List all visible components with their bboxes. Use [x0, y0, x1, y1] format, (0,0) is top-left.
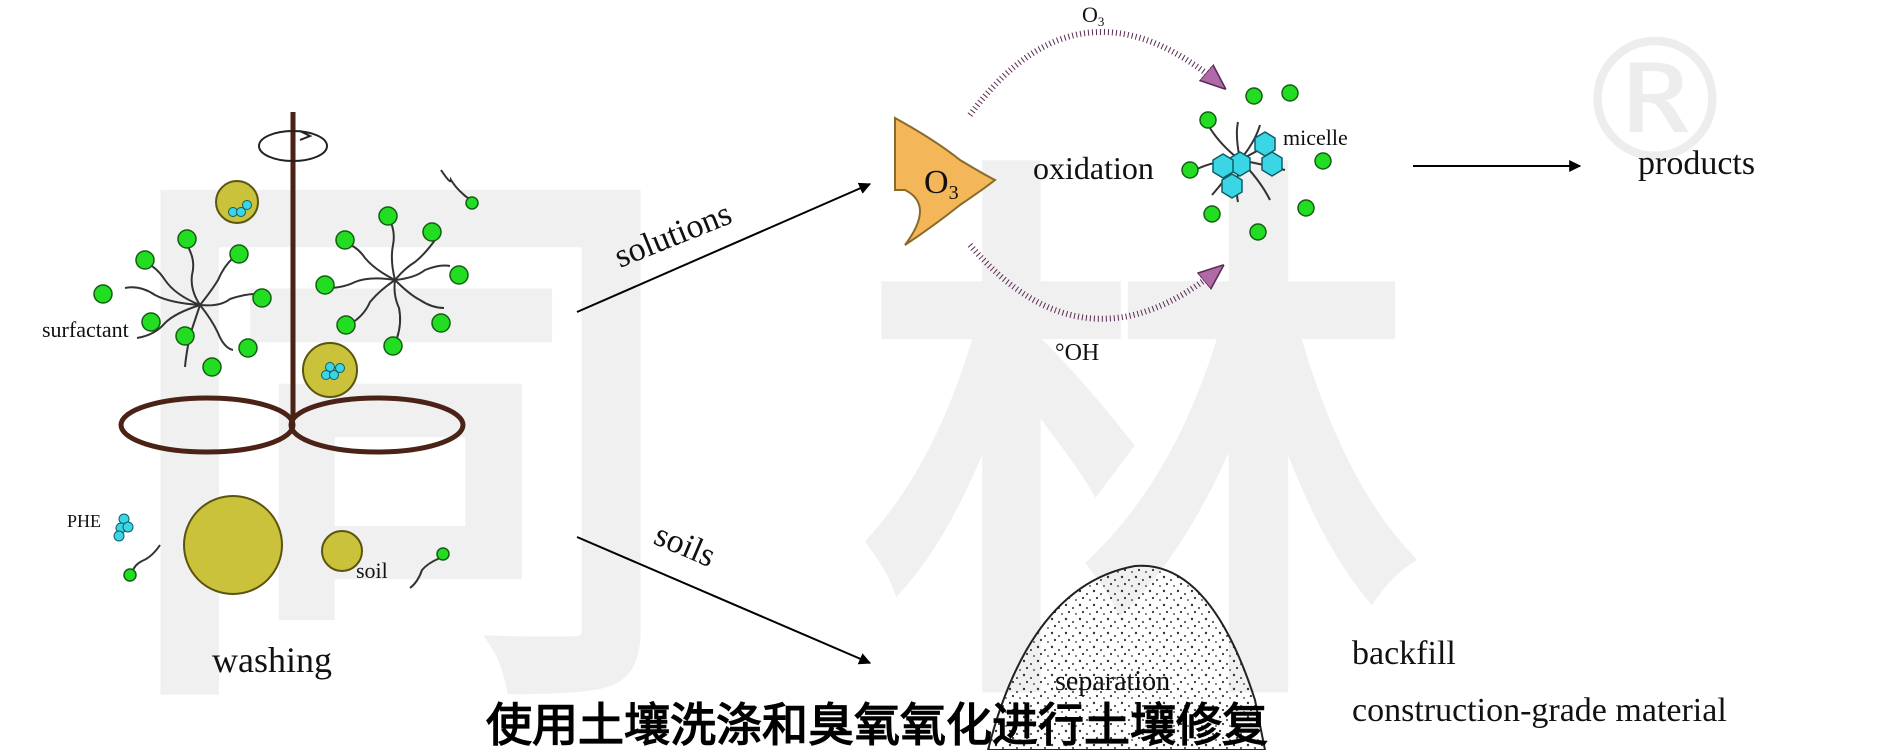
watermark: 同 林 ®	[120, 3, 1740, 750]
soil-panel: separation backfill construction-grade m…	[986, 564, 1727, 750]
separation-mound	[986, 564, 1267, 750]
ozone-label: O3	[924, 164, 959, 204]
surfactant-micelle-right	[326, 216, 451, 339]
construction-label: construction-grade material	[1352, 692, 1727, 729]
registered-mark: ®	[1570, 3, 1740, 201]
free-surfactant-lower-left	[123, 544, 161, 582]
o3-arc-arrow	[967, 29, 1222, 117]
oxidation-panel: O3 O3 °OH oxidation	[894, 2, 1755, 366]
products-label: products	[1638, 145, 1755, 182]
soil-particle-small	[321, 530, 363, 572]
phe-molecule-icon	[113, 513, 134, 542]
soil-particle-top	[215, 180, 259, 224]
hydroxyl-label: °OH	[1055, 340, 1099, 366]
free-surfactant-top	[440, 169, 479, 210]
soil-label: soil	[356, 558, 388, 583]
washing-label: washing	[212, 640, 332, 680]
surfactant-label: surfactant	[42, 317, 129, 342]
watermark-glyph-tong: 同	[120, 121, 680, 750]
soil-particle-middle	[302, 342, 358, 398]
free-surfactant-lower-right	[409, 547, 450, 589]
surfactant-heads-left	[93, 229, 272, 377]
stirrer	[118, 112, 466, 455]
solutions-arrow	[576, 182, 872, 313]
soil-particle-large	[183, 495, 283, 595]
phe-label: PHE	[67, 511, 101, 531]
o3-arc-label: O3	[1082, 2, 1104, 29]
caption: 使用土壤洗涤和臭氧氧化进行土壤修复	[486, 698, 1268, 750]
washing-panel: surfactant	[42, 112, 479, 680]
backfill-label: backfill	[1352, 635, 1456, 672]
micelle-cluster	[1181, 84, 1332, 241]
hydroxyl-arc-arrow	[967, 243, 1220, 322]
ozone-shape	[894, 116, 997, 246]
rotation-indicator	[258, 130, 328, 162]
oxidation-label: oxidation	[1033, 150, 1154, 186]
micelle-label: micelle	[1283, 125, 1348, 150]
separation-label: separation	[1055, 666, 1170, 697]
soils-arrow	[576, 536, 872, 665]
surfactant-heads-right	[315, 206, 469, 356]
